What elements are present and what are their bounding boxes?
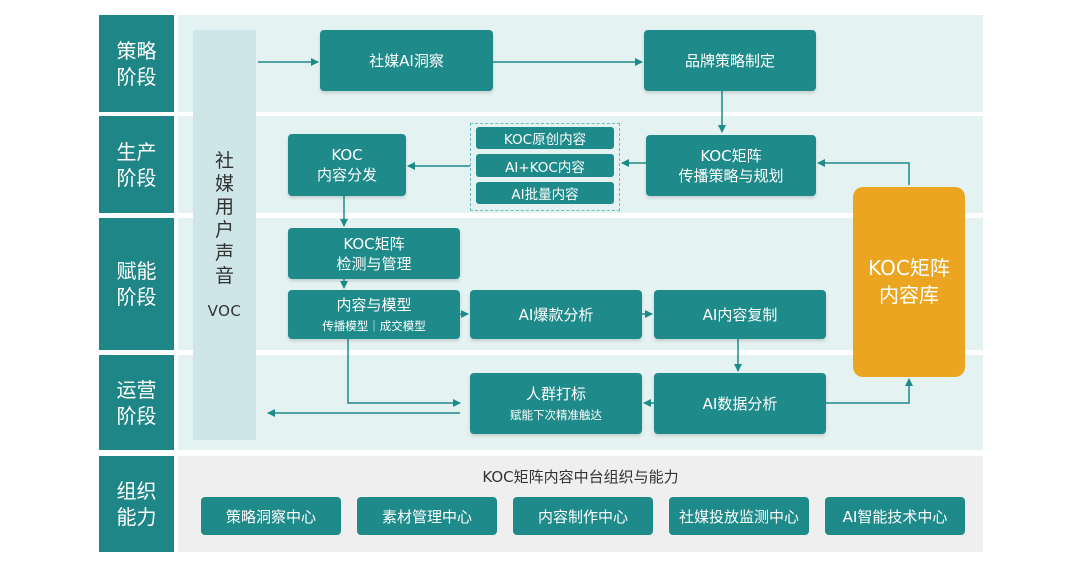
ai-data-analysis-label: AI数据分析: [702, 394, 778, 413]
brand-strategy-box: 品牌策略制定: [644, 30, 816, 91]
koc-distribute-title: KOC: [331, 146, 363, 164]
ai-data-analysis-box: AI数据分析: [654, 373, 826, 434]
content-types-group: [470, 123, 620, 211]
koc-monitor-sub: 检测与管理: [336, 254, 412, 273]
koc-matrix-plan-sub: 传播策略与规划: [678, 166, 784, 185]
koc-monitor-title: KOC矩阵: [343, 234, 405, 253]
ai-content-copy-label: AI内容复制: [702, 305, 778, 324]
stage-label-production: 生产 阶段: [99, 116, 174, 213]
ai-hit-analysis-label: AI爆款分析: [518, 305, 594, 324]
ai-koc-content: AI+KOC内容: [476, 154, 614, 177]
social-ai-insight-label: 社媒AI洞察: [369, 51, 444, 70]
voc-bar: 社媒用户声音 VOC: [193, 30, 256, 440]
social-ai-insight-box: 社媒AI洞察: [320, 30, 493, 91]
content-model-sub: 传播模型｜成交模型: [322, 319, 426, 333]
crowd-tag-title: 人群打标: [525, 385, 586, 403]
koc-matrix-plan-title: KOC矩阵: [700, 146, 762, 165]
brand-strategy-label: 品牌策略制定: [684, 51, 775, 70]
ai-batch-content: AI批量内容: [476, 182, 614, 204]
org-center-ai-tech: AI智能技术中心: [825, 497, 965, 535]
crowd-tag-sub: 赋能下次精准触达: [510, 408, 602, 422]
stage-label-organization: 组织 能力: [99, 456, 174, 552]
content-model-title: 内容与模型: [336, 296, 412, 314]
koc-distribute-sub: 内容分发: [316, 166, 377, 184]
ai-hit-analysis-box: AI爆款分析: [470, 290, 642, 339]
voc-title: 社媒用户声音: [214, 150, 234, 287]
arrow-model-to-crowd: [347, 339, 461, 407]
stage-label-empower: 赋能 阶段: [99, 218, 174, 350]
arrow-data-to-library: [826, 378, 913, 404]
voc-subtitle: VOC: [207, 302, 242, 320]
koc-monitor-box: KOC矩阵 检测与管理: [288, 228, 460, 279]
koc-original-content: KOC原创内容: [476, 127, 614, 149]
koc-matrix-library: KOC矩阵 内容库: [853, 187, 965, 377]
stage-label-strategy: 策略 阶段: [99, 15, 174, 112]
org-center-material: 素材管理中心: [357, 497, 497, 535]
stage-label-operation: 运营 阶段: [99, 355, 174, 450]
koc-matrix-plan-box: KOC矩阵 传播策略与规划: [646, 135, 816, 196]
org-center-monitoring: 社媒投放监测中心: [669, 497, 809, 535]
org-center-production: 内容制作中心: [513, 497, 653, 535]
koc-distribute-box: KOC 内容分发: [288, 134, 406, 196]
arrow-library-to-plan: [817, 159, 910, 185]
ai-content-copy-box: AI内容复制: [654, 290, 826, 339]
content-model-box: 内容与模型 传播模型｜成交模型: [288, 290, 460, 339]
org-center-strategy: 策略洞察中心: [201, 497, 341, 535]
crowd-tag-box: 人群打标 赋能下次精准触达: [470, 373, 642, 434]
organization-title: KOC矩阵内容中台组织与能力: [482, 468, 679, 486]
